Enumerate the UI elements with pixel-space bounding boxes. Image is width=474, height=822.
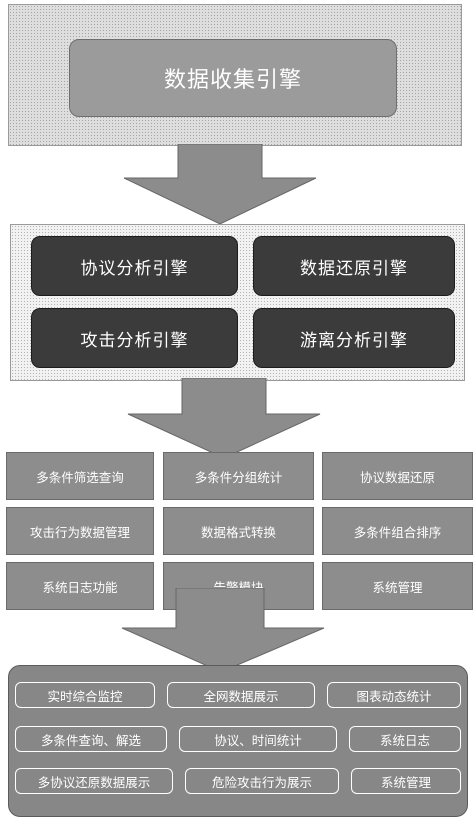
display-module: 多协议还原数据展示 — [15, 768, 173, 794]
function-module: 协议数据还原 — [322, 452, 473, 500]
display-module: 全网数据展示 — [167, 682, 315, 708]
data-restore-engine: 数据还原引擎 — [253, 236, 455, 296]
function-module: 数据格式转换 — [163, 507, 314, 555]
function-module: 系统日志功能 — [6, 562, 154, 610]
display-layer: 实时综合监控 全网数据展示 图表动态统计 多条件查询、解选 协议、时间统计 系统… — [8, 665, 468, 817]
arrow-down-icon — [121, 588, 325, 673]
arrow-down-icon — [127, 378, 321, 459]
function-layer: 多条件筛选查询 多条件分组统计 协议数据还原 攻击行为数据管理 数据格式转换 多… — [6, 452, 473, 614]
arrow-down-icon — [123, 144, 317, 225]
display-module: 系统日志 — [349, 726, 461, 752]
display-module: 危险攻击行为展示 — [185, 768, 339, 794]
attack-analysis-engine: 攻击分析引擎 — [31, 308, 238, 368]
data-collection-engine: 数据收集引擎 — [69, 39, 397, 117]
display-module: 图表动态统计 — [327, 682, 461, 708]
display-module: 协议、时间统计 — [179, 726, 337, 752]
display-module: 系统管理 — [351, 768, 461, 794]
function-module: 系统管理 — [322, 562, 473, 610]
function-module: 多条件分组统计 — [163, 452, 314, 500]
protocol-analysis-engine: 协议分析引擎 — [31, 236, 238, 296]
free-analysis-engine: 游离分析引擎 — [253, 308, 455, 368]
display-module: 多条件查询、解选 — [15, 726, 167, 752]
function-module: 攻击行为数据管理 — [6, 507, 154, 555]
display-module: 实时综合监控 — [15, 682, 155, 708]
analysis-layer: 协议分析引擎 数据还原引擎 攻击分析引擎 游离分析引擎 — [10, 224, 465, 381]
function-module: 多条件筛选查询 — [6, 452, 154, 500]
collection-layer: 数据收集引擎 — [8, 4, 462, 146]
function-module: 多条件组合排序 — [322, 507, 473, 555]
